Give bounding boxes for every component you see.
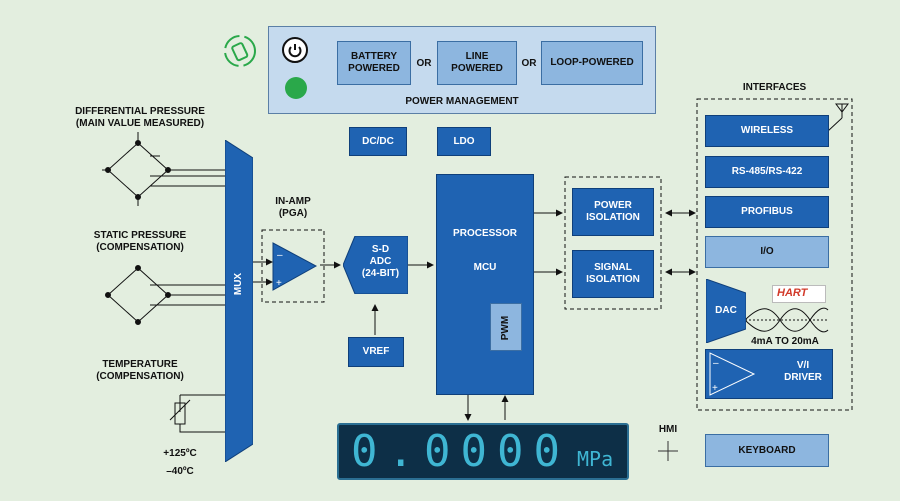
dcdc-block: DC/DC [349, 127, 407, 156]
pwm-block [490, 303, 522, 351]
rs485-block: RS-485/RS-422 [705, 156, 829, 188]
power-isolation-block: POWER ISOLATION [572, 188, 654, 236]
in-amp-label: IN-AMP (PGA) [275, 196, 311, 219]
interfaces-title: INTERFACES [742, 82, 807, 93]
hmi-label: HMI [658, 424, 678, 435]
svg-text:–: – [277, 250, 283, 261]
vi-driver-label: V/I DRIVER [784, 360, 822, 383]
hart-logo-text: HART [777, 287, 808, 299]
static-pressure-label: STATIC PRESSURE (COMPENSATION) [93, 230, 187, 253]
line-powered-block: LINE POWERED [437, 41, 517, 85]
diff-pressure-bridge [102, 132, 225, 206]
vi-driver-block [705, 349, 833, 399]
power-management-title: POWER MANAGEMENT [405, 96, 519, 107]
svg-text:+: + [276, 278, 282, 289]
eco-battery-icon [222, 33, 258, 69]
battery-powered-block: BATTERY POWERED [337, 41, 411, 85]
loop-powered-block: LOOP-POWERED [541, 41, 643, 85]
vi-driver-amp-icon: –+ [708, 351, 758, 397]
in-amp-triangle: – + [272, 242, 318, 291]
antenna-icon [827, 103, 849, 132]
svg-text:–: – [713, 358, 719, 369]
signal-isolation-block: SIGNAL ISOLATION [572, 250, 654, 298]
display-unit: MPa [577, 447, 614, 471]
lcd-display: 0.0000 MPa [337, 423, 629, 480]
temperature-label: TEMPERATURE (COMPENSATION) [96, 359, 184, 382]
adc-shape [342, 235, 409, 295]
temp-low-label: –40ºC [166, 466, 194, 477]
or-label-2: OR [521, 58, 537, 69]
temperature-sensor [169, 394, 225, 433]
wireless-block: WIRELESS [705, 115, 829, 147]
profibus-block: PROFIBUS [705, 196, 829, 228]
pwm-label: PWM [500, 315, 511, 341]
diff-pressure-label: DIFFERENTIAL PRESSURE (MAIN VALUE MEASUR… [75, 106, 205, 129]
dac-label: DAC [715, 305, 737, 316]
ldo-block: LDO [437, 127, 491, 156]
adc-label: S-D ADC (24-BIT) [361, 244, 400, 279]
hart-signal-waves [744, 307, 829, 333]
mux-label: MUX [233, 272, 244, 296]
processor-label: PROCESSOR [453, 228, 517, 239]
hart-logo: HART [772, 285, 826, 303]
keyboard-block: KEYBOARD [705, 434, 829, 467]
static-pressure-bridge [105, 265, 225, 325]
processor-block [436, 174, 534, 395]
temp-high-label: +125ºC [163, 448, 197, 459]
current-range-label: 4mA TO 20mA [751, 336, 819, 347]
vref-block: VREF [348, 337, 404, 367]
io-block: I/O [705, 236, 829, 268]
display-value: 0.0000 [351, 426, 570, 477]
mcu-label: MCU [473, 262, 497, 273]
eco-recycle-icon [285, 77, 307, 99]
or-label-1: OR [416, 58, 432, 69]
hmi-plus-icon [658, 441, 678, 461]
power-button-icon [282, 37, 308, 63]
svg-text:+: + [712, 383, 718, 394]
